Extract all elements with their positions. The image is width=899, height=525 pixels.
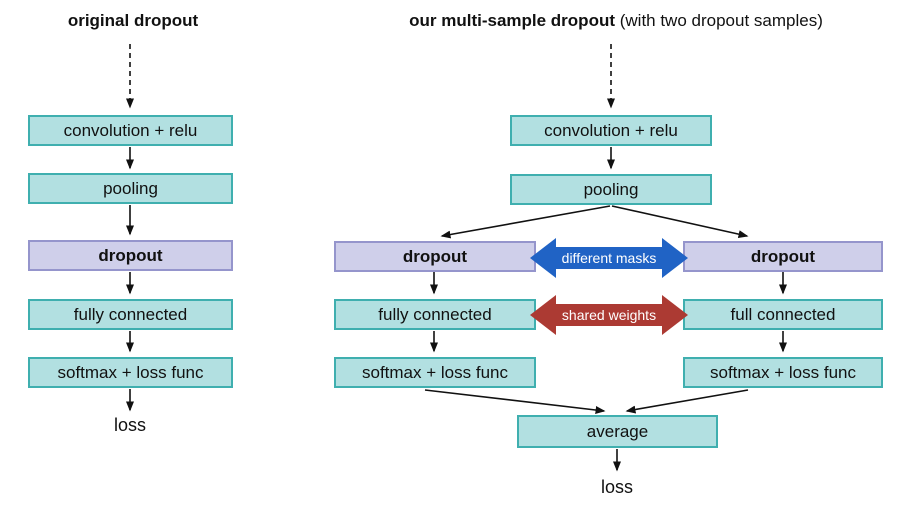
right-diagram-title: our multi-sample dropout (with two dropo…: [346, 10, 886, 32]
right-box-convolution-relu: convolution + relu: [510, 115, 712, 146]
left-box-softmax-loss: softmax + loss func: [28, 357, 233, 388]
branch-b-box-dropout: dropout: [683, 241, 883, 272]
left-box-convolution-relu: convolution + relu: [28, 115, 233, 146]
branch-a-box-dropout: dropout: [334, 241, 536, 272]
left-diagram-title: original dropout: [67, 11, 199, 30]
right-box-average: average: [517, 415, 718, 448]
branch-a-box-softmax-loss: softmax + loss func: [334, 357, 536, 388]
right-diagram-title-note: (with two dropout samples): [615, 11, 823, 30]
right-box-pooling: pooling: [510, 174, 712, 205]
branch-b-box-full-connected: full connected: [683, 299, 883, 330]
left-loss-label: loss: [113, 415, 146, 435]
shared-weights-arrow: shared weights: [530, 295, 688, 335]
right-diagram-title-bold: our multi-sample dropout: [409, 11, 615, 30]
different-masks-arrow: different masks: [530, 238, 688, 278]
left-box-pooling: pooling: [28, 173, 233, 204]
left-box-dropout: dropout: [28, 240, 233, 271]
branch-a-box-fully-connected: fully connected: [334, 299, 536, 330]
left-box-fully-connected: fully connected: [28, 299, 233, 330]
branch-b-box-softmax-loss: softmax + loss func: [683, 357, 883, 388]
right-loss-label: loss: [600, 477, 633, 497]
